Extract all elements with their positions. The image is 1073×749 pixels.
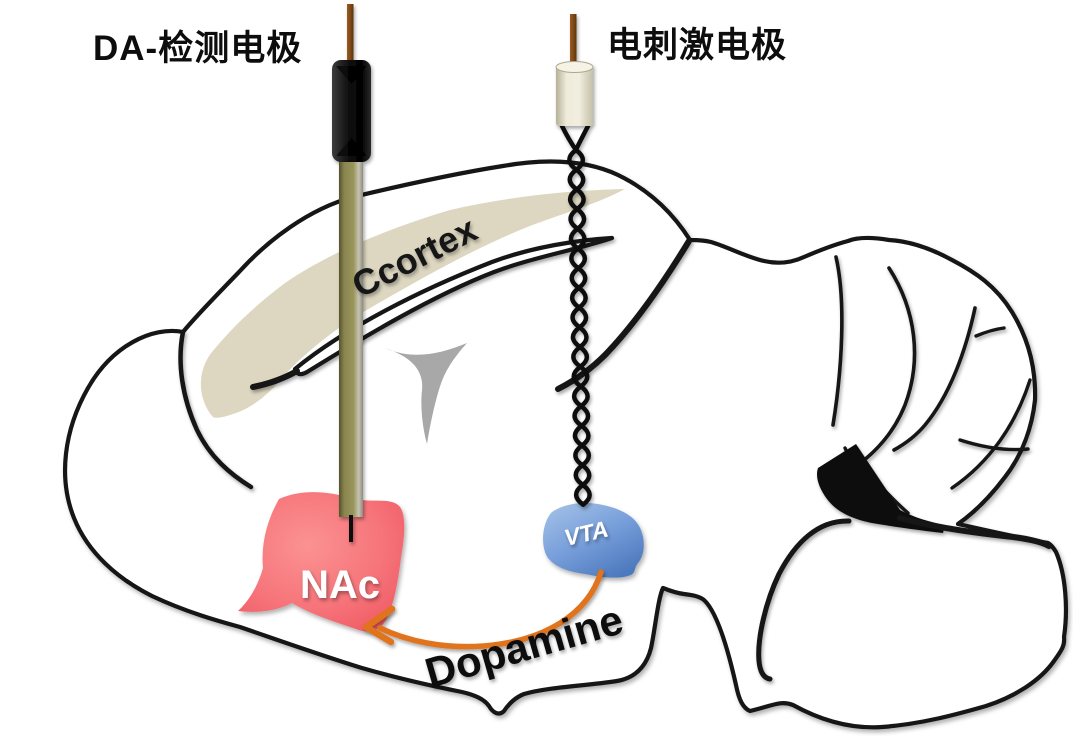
brainstem-left-edge	[756, 518, 852, 682]
stim-electrode	[555, 14, 594, 507]
detection-body-bevel-top	[336, 66, 367, 84]
cortex-band	[200, 189, 626, 418]
brainstem-top-line	[897, 515, 1052, 549]
detection-wire	[347, 4, 354, 64]
stim-connector-top	[555, 61, 594, 73]
stim-electrode-label: 电刺激电极	[607, 26, 787, 65]
cerebellum-brainstem-wedge	[817, 444, 945, 533]
arrowhead	[362, 605, 396, 646]
stim-connector	[556, 66, 593, 126]
nac-region	[238, 492, 405, 632]
stim-wire	[570, 14, 577, 68]
detection-shaft	[339, 156, 363, 517]
detection-body	[332, 60, 371, 162]
olfactory-boundary-line	[178, 329, 254, 490]
twisted-wire	[559, 123, 592, 507]
detection-tip	[349, 515, 353, 542]
detection-electrode	[332, 4, 371, 542]
fornix-gray-shape	[385, 343, 467, 444]
nac-label: NAc	[300, 563, 380, 607]
dopamine-arrow	[362, 569, 604, 650]
vta-region	[543, 503, 644, 578]
callosum-tail	[250, 368, 300, 390]
da-electrode-label: DA-检测电极	[93, 29, 302, 68]
detection-body-bevel-bottom	[336, 138, 367, 156]
